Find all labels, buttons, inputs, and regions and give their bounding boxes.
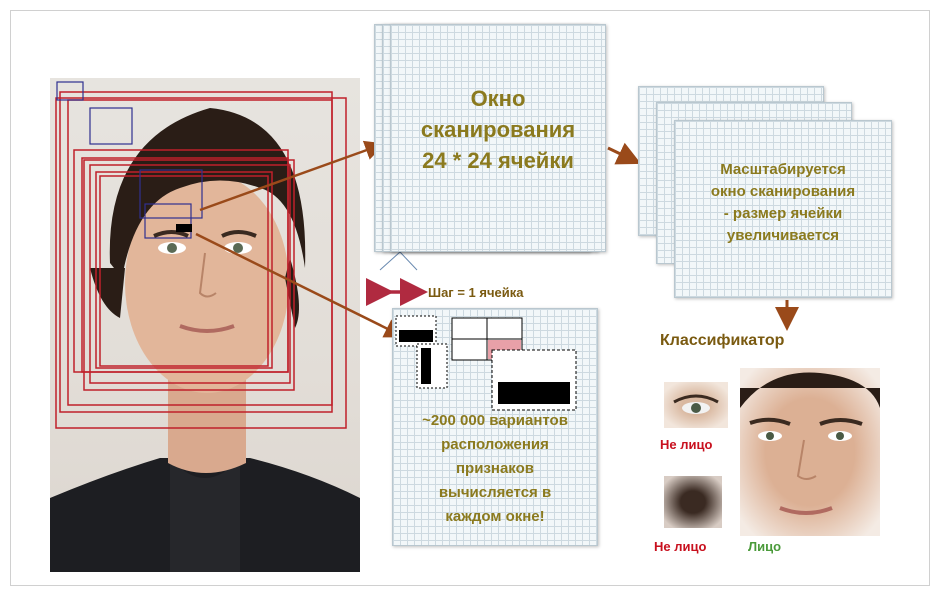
arrow-to-scaled-window: [607, 142, 642, 165]
detection-box-blue: [56, 81, 84, 101]
hair-crop: [664, 476, 722, 528]
features-text-line-3: признаков: [456, 460, 534, 477]
scaled-window-text-line-1: Масштабируется: [720, 161, 846, 178]
step-label: Шаг = 1 ячейка: [428, 285, 524, 300]
detection-box-blue: [89, 107, 133, 145]
not-face-label-1: Не лицо: [660, 437, 713, 452]
features-text-line-1: ~200 000 вариантов: [422, 412, 568, 429]
face-crop: [740, 368, 880, 536]
scan-window: Окно сканирования 24 * 24 ячейки: [390, 24, 606, 252]
detection-box: [81, 157, 289, 373]
features-text-line-2: расположения: [441, 436, 549, 453]
haar-feature-vertical: [416, 343, 448, 389]
detection-box: [67, 99, 333, 406]
detection-box-blue: [144, 203, 192, 239]
scaled-window-text-line-2: окно сканирования: [710, 183, 856, 200]
features-text-line-5: каждом окне!: [445, 508, 545, 525]
not-face-label-2: Не лицо: [654, 539, 707, 554]
scan-window-title-line-3: 24 * 24 ячейки: [422, 148, 574, 173]
face-label: Лицо: [748, 539, 782, 554]
haar-feature-horizontal: [395, 315, 437, 347]
classifier-label: Классификатор: [660, 332, 785, 349]
feature-marker: [176, 224, 192, 232]
detection-box: [55, 97, 347, 429]
arrow-to-features: [195, 232, 405, 338]
scaled-window-text-line-4: увеличивается: [726, 227, 840, 244]
features-text-line-4: вычисляется в: [438, 484, 552, 501]
detection-box: [83, 159, 295, 391]
face-illustration: [50, 108, 360, 572]
scaled-window: Масштабируется окно сканирования - разме…: [674, 120, 892, 298]
haar-feature-large: [491, 349, 577, 411]
step-indicator: [379, 251, 418, 271]
scan-window-title-line-2: сканирования: [420, 117, 576, 142]
detection-box: [89, 164, 291, 384]
arrow-to-scan-window: [199, 140, 386, 212]
detection-box: [95, 171, 273, 369]
scan-window-title-line-1: Окно: [470, 86, 526, 111]
scaled-window-text-line-3: - размер ячейки: [723, 205, 843, 222]
detection-box-blue: [139, 169, 203, 219]
eye-crop: [664, 382, 728, 428]
